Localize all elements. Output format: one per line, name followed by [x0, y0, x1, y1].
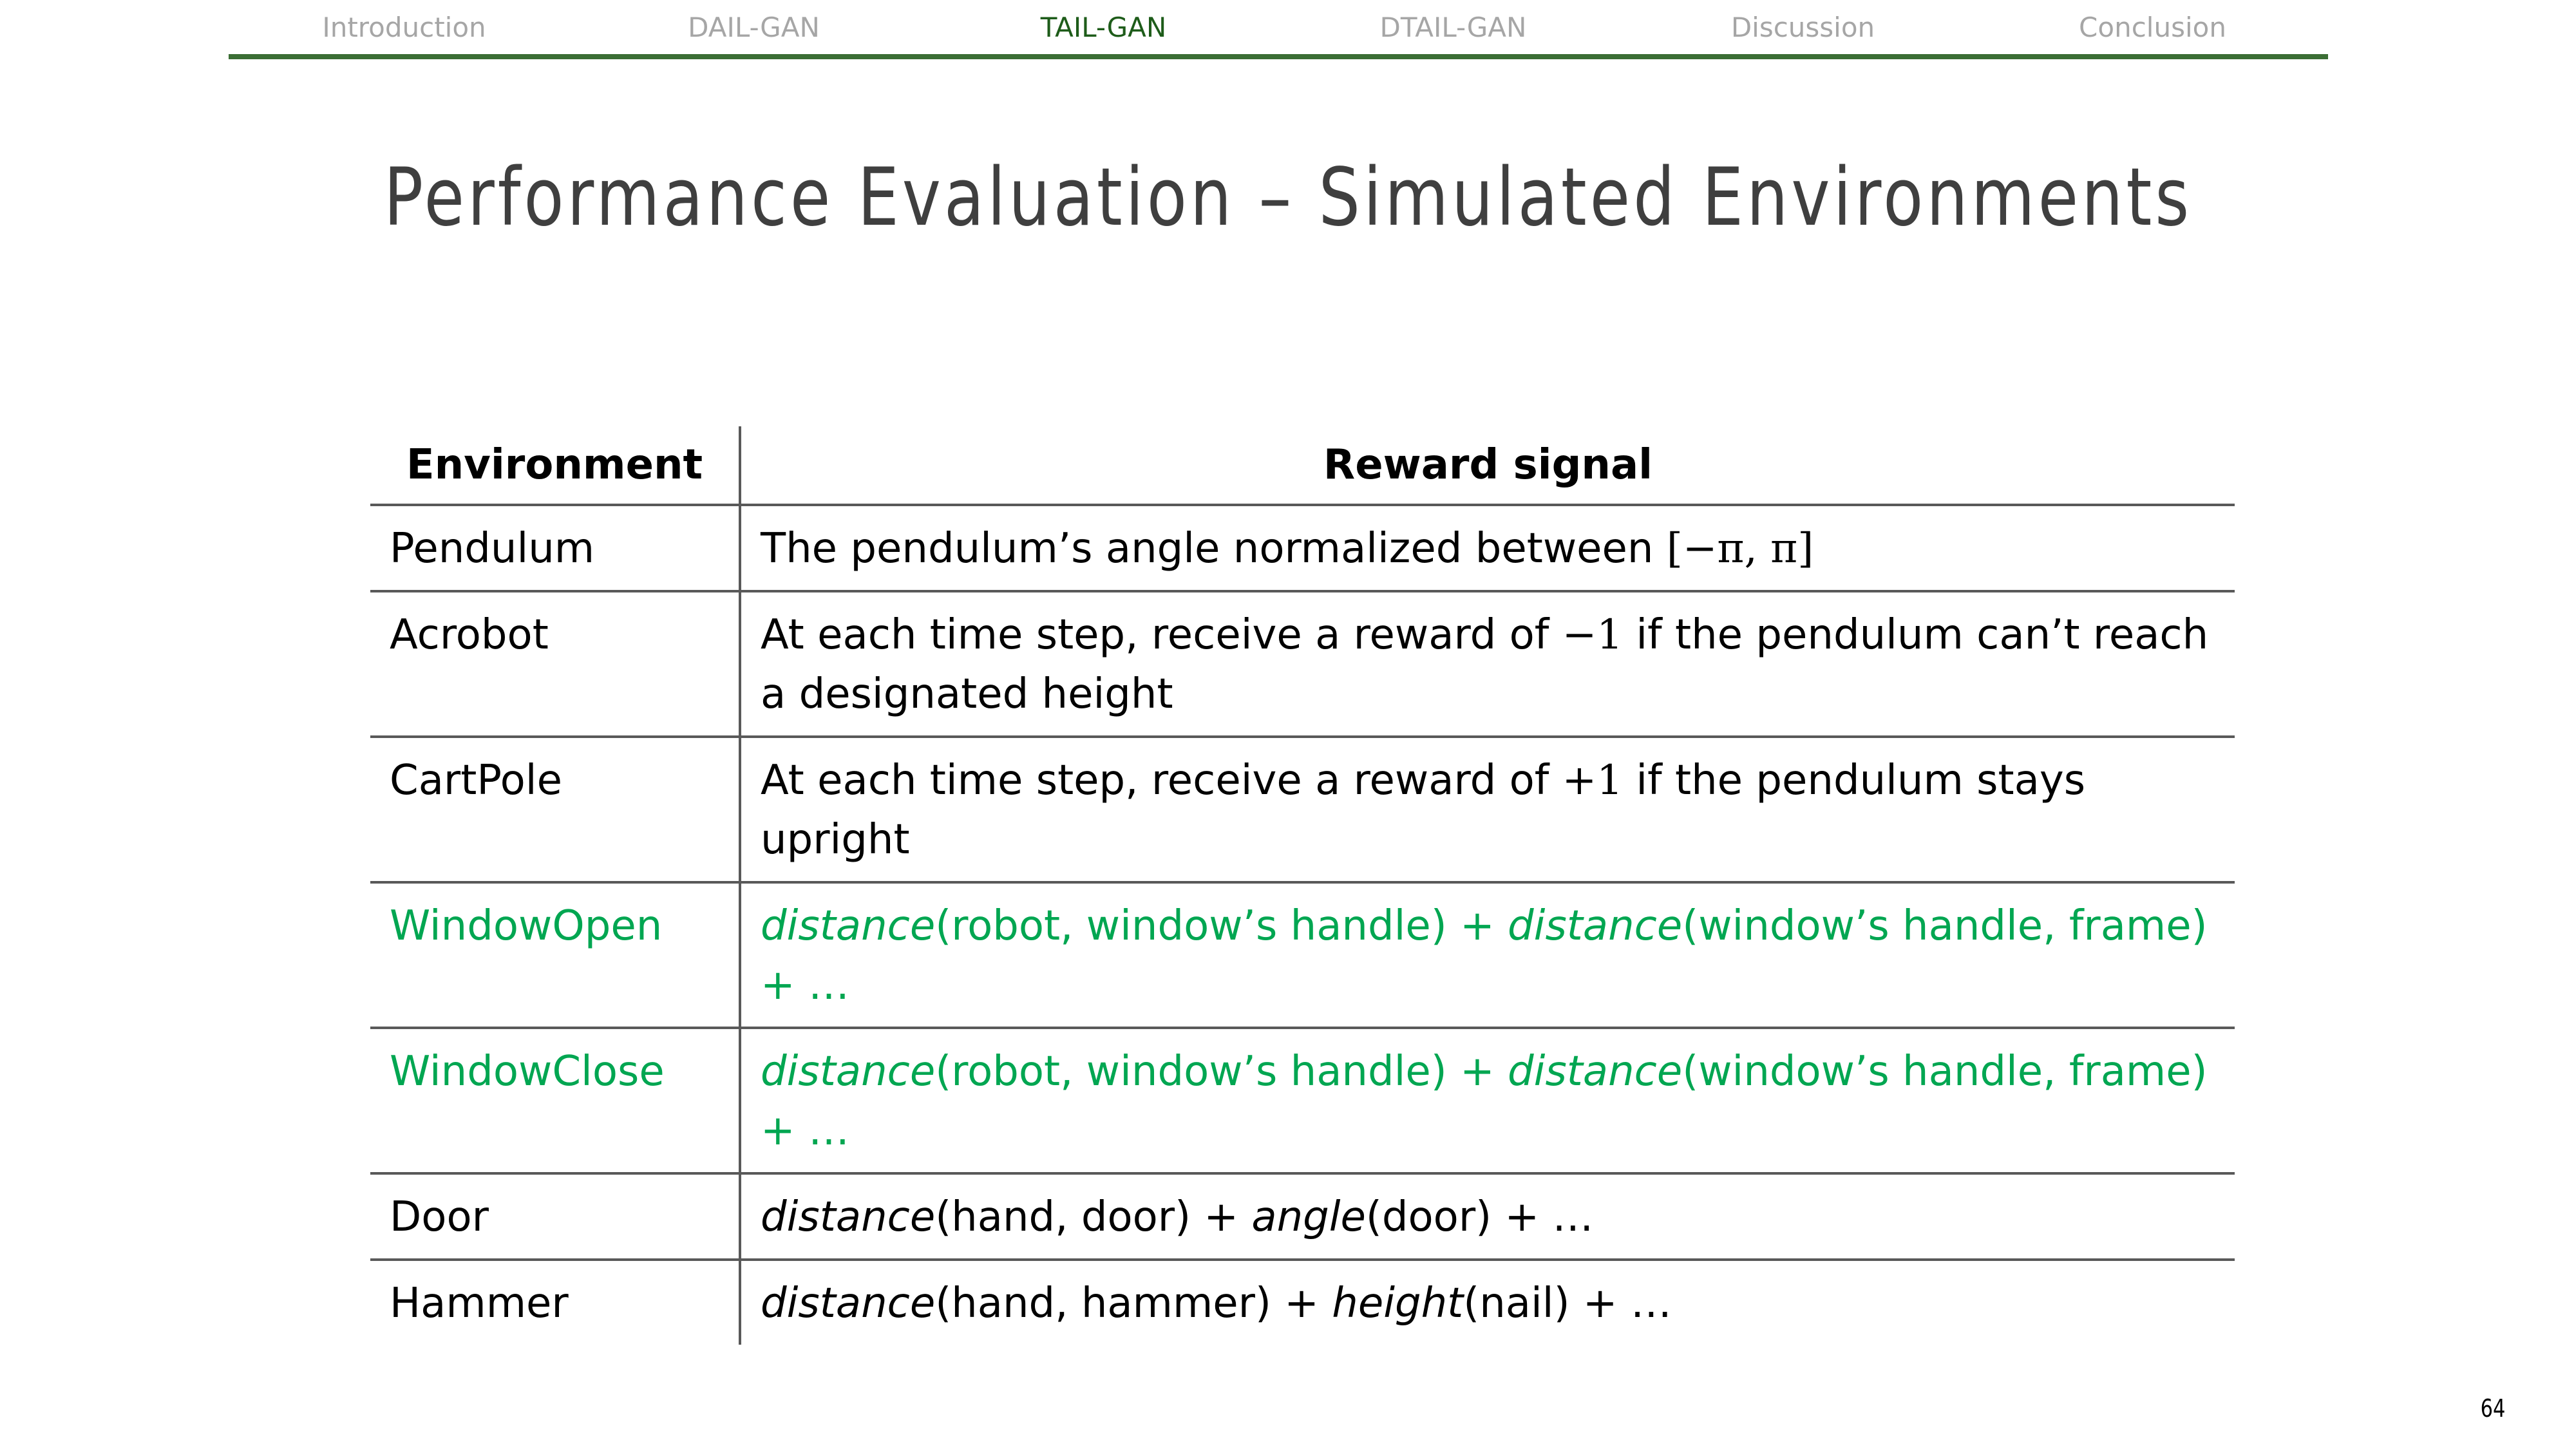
reward-fn: angle: [1251, 1193, 1366, 1241]
table-row: Door distance(hand, door) + angle(door) …: [370, 1173, 2235, 1261]
reward-text: At each time step, receive a reward of: [761, 611, 1562, 659]
env-cell: Hammer: [370, 1260, 741, 1345]
reward-text: if the pendulum stays upright: [761, 757, 2086, 864]
reward-fn: distance: [761, 902, 936, 950]
env-cell: WindowClose: [370, 1028, 741, 1175]
reward-args: (door) + …: [1365, 1193, 1594, 1241]
reward-args: (robot, window’s handle) +: [935, 902, 1508, 950]
reward-args: (robot, window’s handle) +: [935, 1048, 1508, 1095]
reward-cell: distance(robot, window’s handle) + dista…: [740, 1028, 2235, 1175]
reward-fn: distance: [761, 1193, 936, 1241]
reward-cell: distance(hand, hammer) + height(nail) + …: [740, 1260, 2235, 1345]
reward-fn: distance: [1508, 902, 1683, 950]
env-cell: WindowOpen: [370, 882, 741, 1029]
table-row: WindowOpen distance(robot, window’s hand…: [370, 882, 2235, 1029]
nav-item-dail-gan[interactable]: DAIL-GAN: [688, 12, 820, 43]
slide-title: Performance Evaluation – Simulated Envir…: [383, 151, 2193, 244]
reward-math: [−π, π]: [1666, 525, 1814, 573]
reward-text: At each time step, receive a reward of: [761, 757, 1562, 804]
table-row: Pendulum The pendulum’s angle normalized…: [370, 505, 2235, 592]
nav-item-discussion[interactable]: Discussion: [1730, 12, 1875, 43]
table-header-row: Environment Reward signal: [370, 426, 2235, 506]
reward-fn: height: [1332, 1280, 1464, 1327]
reward-args: (hand, hammer) +: [935, 1280, 1332, 1327]
env-cell: Pendulum: [370, 505, 741, 592]
reward-math: +1: [1562, 757, 1623, 804]
reward-text: if the pendulum can’t reach a designated…: [761, 611, 2209, 718]
table-row: Acrobot At each time step, receive a rew…: [370, 591, 2235, 738]
reward-cell: At each time step, receive a reward of +…: [740, 737, 2235, 884]
reward-math: −1: [1562, 611, 1623, 659]
reward-text: The pendulum’s angle normalized between: [761, 525, 1667, 573]
header-reward-signal: Reward signal: [740, 426, 2235, 506]
header-environment: Environment: [370, 426, 741, 506]
reward-cell: distance(robot, window’s handle) + dista…: [740, 882, 2235, 1029]
reward-fn: distance: [1508, 1048, 1683, 1095]
reward-cell: At each time step, receive a reward of −…: [740, 591, 2235, 738]
nav-item-tail-gan[interactable]: TAIL-GAN: [1040, 12, 1167, 43]
reward-args: (window’s handle, frame) + …: [761, 1048, 2208, 1155]
env-cell: Door: [370, 1173, 741, 1261]
reward-args: (window’s handle, frame) + …: [761, 902, 2208, 1009]
nav-item-conclusion[interactable]: Conclusion: [2079, 12, 2226, 43]
env-cell: Acrobot: [370, 591, 741, 738]
reward-table: Environment Reward signal Pendulum The p…: [370, 426, 2235, 1345]
table-row: Hammer distance(hand, hammer) + height(n…: [370, 1260, 2235, 1345]
reward-args: (hand, door) +: [935, 1193, 1252, 1241]
section-nav: Introduction DAIL-GAN TAIL-GAN DTAIL-GAN…: [229, 0, 2328, 61]
nav-divider: [229, 54, 2328, 59]
reward-fn: distance: [761, 1048, 936, 1095]
table-row: CartPole At each time step, receive a re…: [370, 737, 2235, 884]
table-row: WindowClose distance(robot, window’s han…: [370, 1028, 2235, 1175]
reward-fn: distance: [761, 1280, 936, 1327]
reward-cell: The pendulum’s angle normalized between …: [740, 505, 2235, 592]
reward-args: (nail) + …: [1463, 1280, 1672, 1327]
page-number: 64: [2480, 1394, 2505, 1423]
nav-item-introduction[interactable]: Introduction: [322, 12, 486, 43]
reward-cell: distance(hand, door) + angle(door) + …: [740, 1173, 2235, 1261]
nav-item-dtail-gan[interactable]: DTAIL-GAN: [1379, 12, 1527, 43]
env-cell: CartPole: [370, 737, 741, 884]
